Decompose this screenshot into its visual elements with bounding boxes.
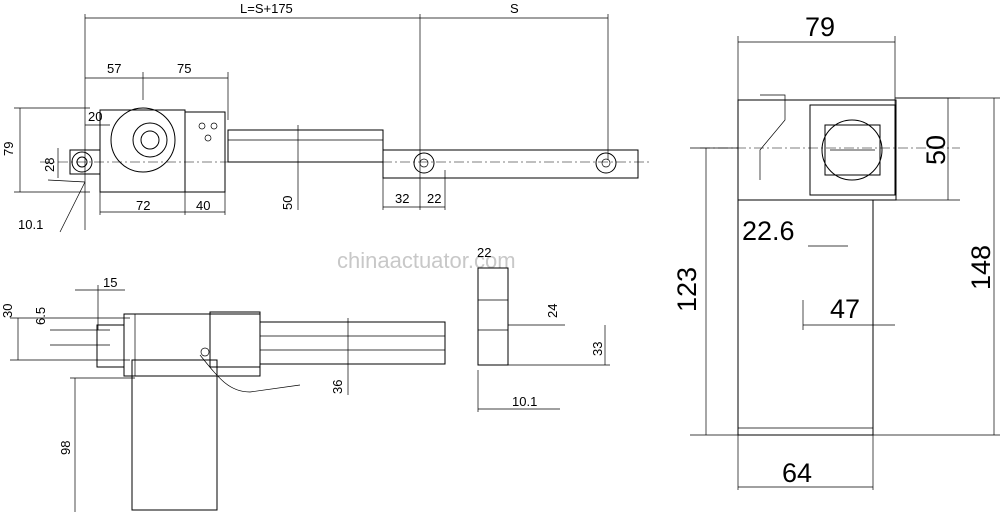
- dim-36: 36: [330, 380, 345, 394]
- dim-30: 30: [0, 304, 15, 318]
- dim-98: 98: [58, 441, 73, 455]
- dim-64: 64: [782, 458, 812, 488]
- rod-end-view: 22 24 33 10.1: [477, 245, 610, 412]
- dim-10-1-rod: 10.1: [512, 394, 537, 409]
- dim-22-side: 22: [427, 191, 441, 206]
- dim-75: 75: [177, 61, 191, 76]
- dim-40: 40: [196, 198, 210, 213]
- dim-72: 72: [136, 198, 150, 213]
- dim-22-6: 22.6: [742, 216, 795, 246]
- watermark-text: chinaactuator.com: [337, 248, 516, 273]
- dim-57: 57: [107, 61, 121, 76]
- dim-50-side: 50: [280, 196, 295, 210]
- top-view: 15 30 6.5 36 98: [0, 275, 446, 512]
- side-view: L=S+175 S 57 75 20 79 28 10.1: [1, 1, 650, 233]
- dim-28: 28: [42, 158, 57, 172]
- dim-6-5: 6.5: [33, 307, 48, 325]
- dim-33: 33: [590, 342, 605, 356]
- dim-15: 15: [103, 275, 117, 290]
- dim-32: 32: [395, 191, 409, 206]
- end-view: 79 50 22.6 47 123 148: [672, 12, 1000, 490]
- dim-148: 148: [966, 245, 996, 290]
- dim-79-end: 79: [805, 12, 835, 42]
- dim-overall-length: L=S+175: [240, 1, 293, 16]
- dim-47: 47: [830, 294, 860, 324]
- dim-123: 123: [672, 267, 702, 312]
- dim-24: 24: [545, 304, 560, 318]
- dim-10-1-side: 10.1: [18, 217, 43, 232]
- dim-stroke: S: [510, 1, 519, 16]
- dim-79-side: 79: [1, 142, 16, 156]
- dim-20: 20: [88, 109, 102, 124]
- dim-50-end: 50: [921, 135, 951, 165]
- dim-22-rod: 22: [477, 245, 491, 260]
